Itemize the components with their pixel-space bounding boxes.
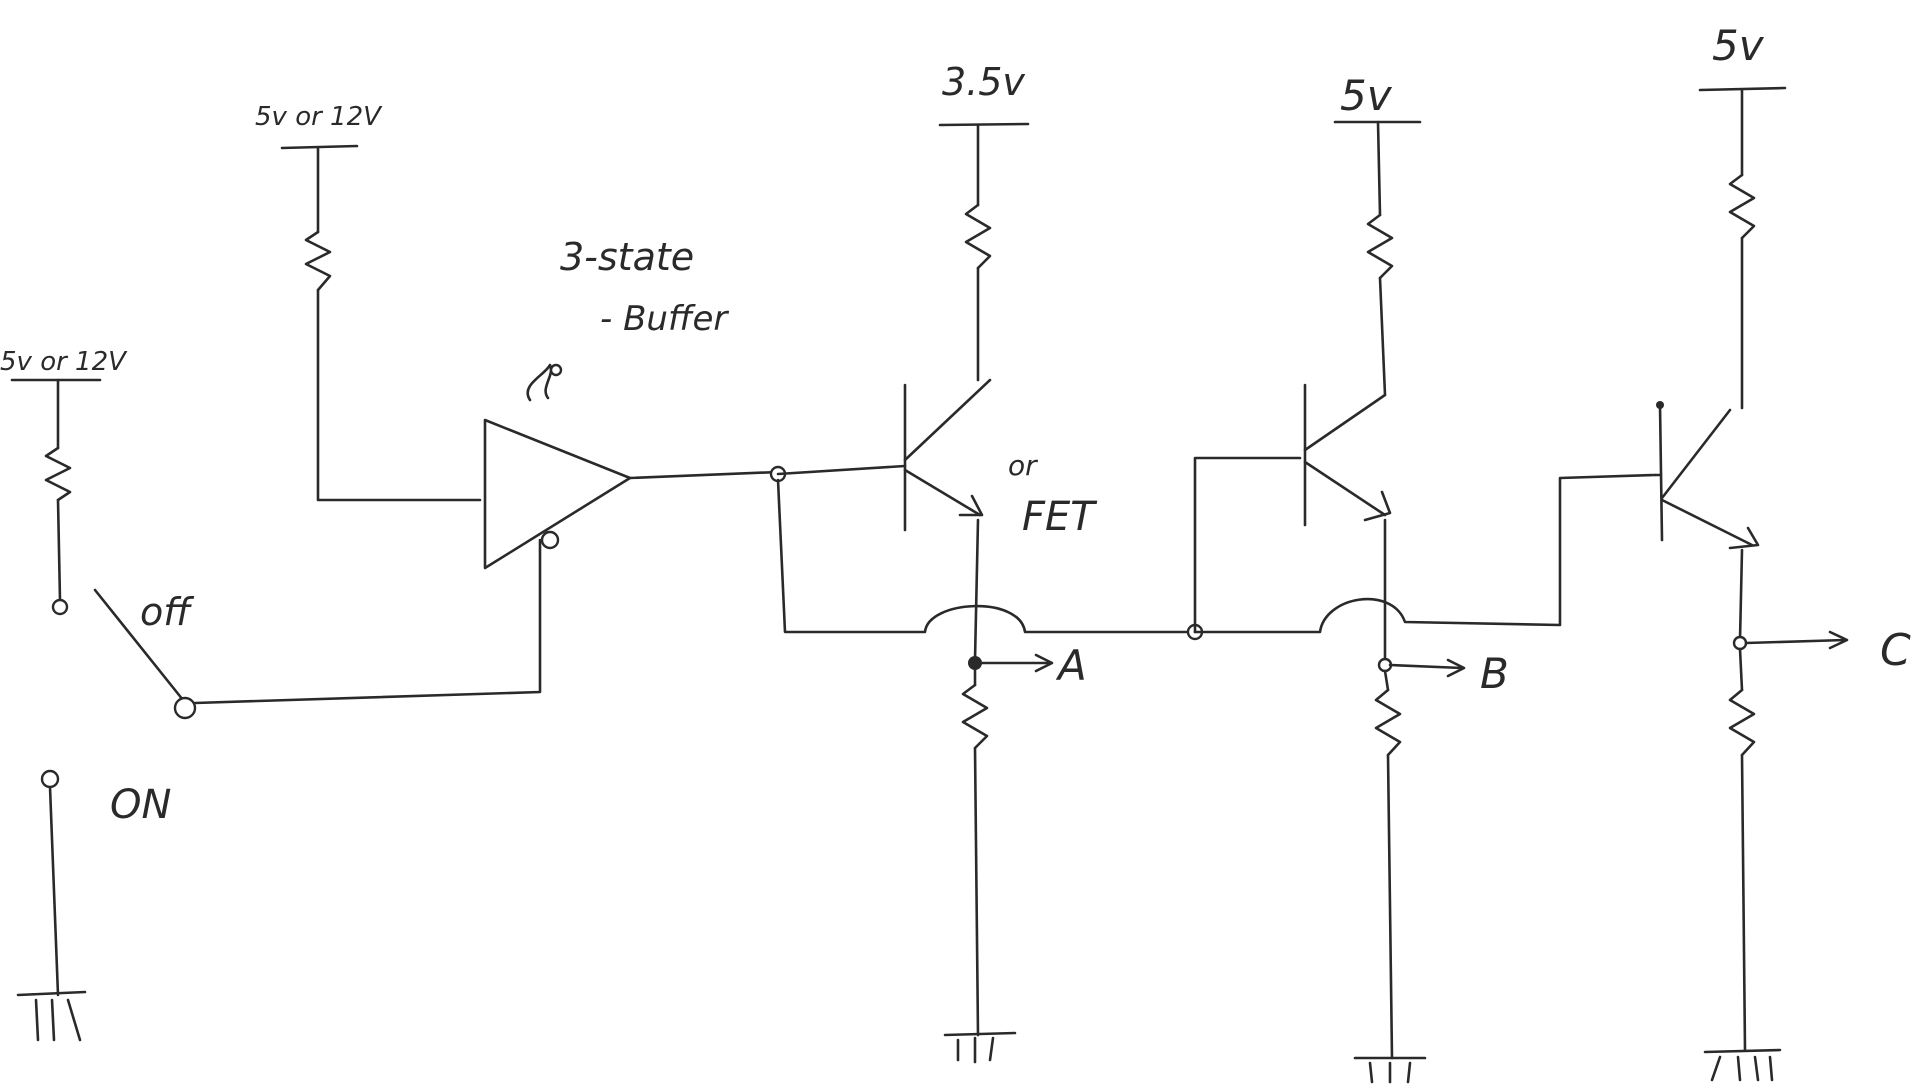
arrow-out-a <box>1034 653 1054 673</box>
q1-emitter <box>903 468 982 517</box>
resistor-symbol <box>1374 688 1402 757</box>
q2-emitter-arrow <box>1363 490 1392 522</box>
wire-to-q1-base <box>776 464 907 476</box>
wire-switch-to-enable <box>193 538 542 705</box>
q3-emitter-arrow <box>1728 526 1760 550</box>
q2-emitter <box>1303 460 1387 517</box>
wire <box>1376 120 1382 217</box>
switch-lever <box>93 588 185 702</box>
enable-bubble <box>540 530 560 550</box>
transistor-q1-supply: 3.5v <box>938 60 1030 382</box>
wire <box>973 746 980 1037</box>
wire-to-buffer-input <box>316 288 482 502</box>
ground-symbol-b <box>1353 1056 1427 1084</box>
arrow-out-b <box>1446 658 1466 678</box>
buffer-supply-label: 5v or 12V <box>255 102 383 132</box>
transistor-q2-supply: 5v <box>1333 71 1422 397</box>
resistor-symbol <box>961 683 989 750</box>
buffer-label-line1: 3-state <box>560 235 694 279</box>
output-b-branch: B <box>1353 649 1509 1084</box>
enable-mark <box>526 363 553 402</box>
buffer-label-line2: - Buffer <box>600 299 729 339</box>
switch-on-contact <box>40 769 60 789</box>
q1-emitter-arrow <box>958 494 984 517</box>
resistor-symbol <box>304 230 332 292</box>
resistor-symbol <box>964 203 992 270</box>
output-c-label: C <box>1880 625 1911 676</box>
ground-symbol-a <box>943 1031 1017 1064</box>
ground-symbol-switch <box>16 990 87 1042</box>
transistor-q3-supply: 5v <box>1698 21 1787 410</box>
q3-base-bar <box>1658 403 1664 542</box>
wire-q3-emitter <box>1738 548 1744 642</box>
switch-off-label: off <box>140 590 194 634</box>
wire <box>1378 276 1387 397</box>
switch-pullup-supply: 5v or 12V <box>0 347 128 616</box>
output-a-branch: A <box>943 641 1087 1064</box>
ground-symbol-c <box>1703 1048 1782 1082</box>
wire-q1-emitter <box>973 518 980 662</box>
buffer-pullup-supply: 5v or 12V <box>255 102 482 502</box>
q1-supply-label: 3.5v <box>942 60 1025 104</box>
fet-or-label: or <box>1008 449 1038 482</box>
q3-base-top <box>1656 401 1664 409</box>
wire <box>48 785 60 997</box>
switch-pivot <box>173 696 197 720</box>
transistor-q1: or FET <box>776 378 1098 662</box>
output-a-label: A <box>1055 641 1087 690</box>
wire <box>56 498 62 602</box>
q2-supply-label: 5v <box>1340 71 1393 120</box>
supply-bar <box>280 144 359 150</box>
transistor-q3 <box>1653 401 1760 642</box>
q3-collector <box>1660 408 1732 500</box>
supply-bar <box>938 122 1030 127</box>
wire <box>1740 753 1747 1052</box>
wire <box>1386 753 1394 1060</box>
q3-emitter <box>1660 498 1754 547</box>
output-b-label: B <box>1480 649 1509 698</box>
resistor-symbol <box>44 446 72 502</box>
wire-buffer-output <box>628 470 780 480</box>
wire-bus-a <box>776 478 1197 634</box>
q3-supply-label: 5v <box>1712 21 1765 70</box>
wire-to-q2-base <box>1193 456 1302 634</box>
wire <box>1383 669 1390 692</box>
switch-off-contact <box>51 598 69 616</box>
wire <box>1738 647 1744 692</box>
arrow-out-c <box>1828 630 1849 650</box>
wire-out-b <box>1388 663 1464 670</box>
transistor-q2 <box>1193 383 1392 667</box>
toggle-switch: off ON <box>16 538 542 1042</box>
q2-collector <box>1303 393 1387 452</box>
switch-on-label: ON <box>110 782 171 828</box>
enable-mark-circle <box>549 363 563 377</box>
tristate-buffer: 3-state - Buffer <box>483 235 729 570</box>
buffer-triangle <box>483 418 632 570</box>
switch-supply-label: 5v or 12V <box>0 347 128 377</box>
output-c-branch: C <box>1703 625 1911 1082</box>
resistor-symbol <box>1728 173 1756 240</box>
q1-collector <box>903 378 992 462</box>
wire-out-c <box>1744 638 1847 645</box>
wire-bus-b <box>1193 473 1657 634</box>
resistor-symbol <box>1366 213 1394 280</box>
node-c <box>1732 635 1748 651</box>
resistor-symbol <box>1728 688 1756 757</box>
fet-label: FET <box>1022 494 1098 540</box>
